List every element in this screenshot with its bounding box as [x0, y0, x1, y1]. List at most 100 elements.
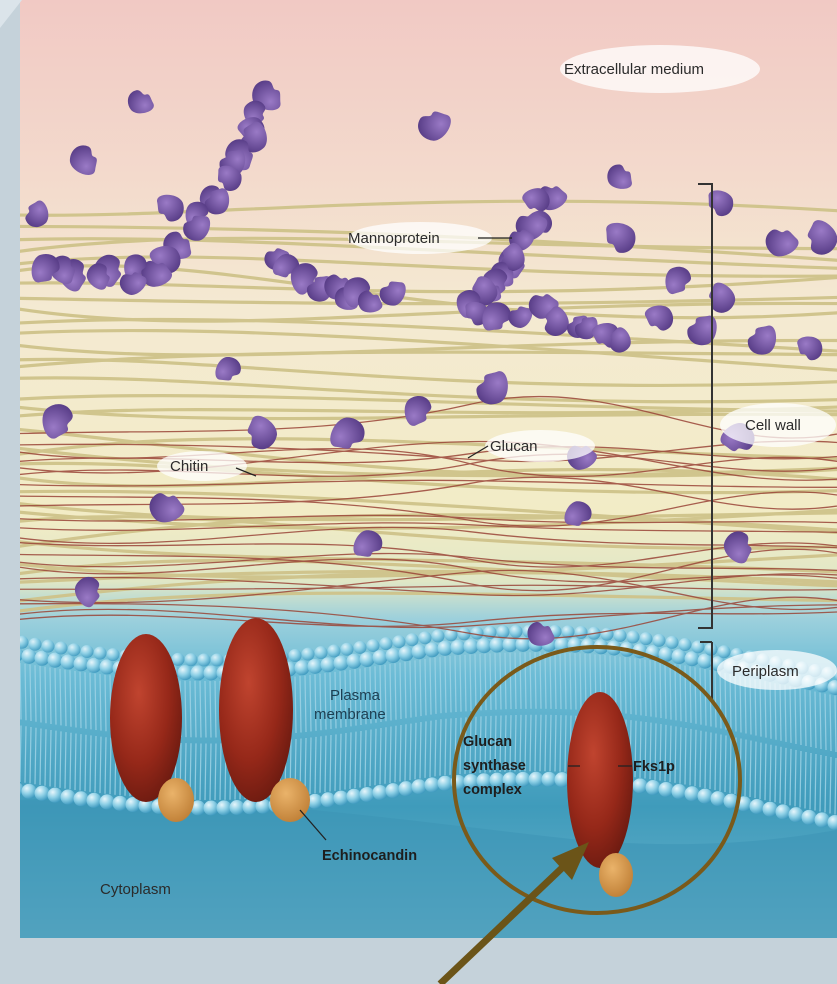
lipid-head [380, 637, 393, 650]
lipid-head [217, 800, 232, 815]
lipid-head [94, 647, 107, 660]
lipid-head [61, 655, 76, 670]
lipid-head [471, 627, 484, 640]
lipid-head [510, 625, 523, 638]
lipid-head [425, 777, 440, 792]
lipid-head [412, 779, 427, 794]
lipid-head [107, 648, 120, 661]
lipid-head [419, 631, 432, 644]
lipid-head [386, 783, 401, 798]
lipid-head [451, 640, 466, 655]
lipid-head [399, 646, 414, 661]
lipid-head [334, 656, 349, 671]
lipid-head [607, 640, 622, 655]
lipid-head [672, 649, 687, 664]
lipid-head [386, 648, 401, 663]
lipid-head [354, 641, 367, 654]
lipid-head [289, 649, 302, 662]
lipid-head [438, 776, 453, 791]
lipid-head [100, 659, 115, 674]
lipid-head [802, 810, 817, 825]
lipid-head [412, 644, 427, 659]
lipid-head [113, 796, 128, 811]
lipid-head [464, 774, 479, 789]
lipid-head [35, 786, 50, 801]
lipid-head [185, 653, 198, 666]
lipid-head [451, 775, 466, 790]
lipid-head [685, 651, 700, 666]
lipid-head [711, 791, 726, 806]
corner-fold [0, 0, 22, 28]
lipid-head [42, 640, 55, 653]
lipid-head [204, 665, 219, 680]
lipid-head [22, 784, 37, 799]
lipid-head [360, 652, 375, 667]
lipid-head [347, 789, 362, 804]
lipid-head [490, 773, 505, 788]
lipid-head [74, 656, 89, 671]
lipid-head [679, 638, 692, 651]
lipid-head [529, 772, 544, 787]
cell-wall-illustration [20, 0, 837, 938]
lipid-head [178, 665, 193, 680]
lipid-head [191, 665, 206, 680]
lipid-head [698, 789, 713, 804]
lipid-head [373, 650, 388, 665]
lipid-head [503, 637, 518, 652]
lipid-head [620, 642, 635, 657]
lipid-head [321, 657, 336, 672]
lipid-head [29, 638, 42, 651]
lipid-head [594, 639, 609, 654]
lipid-head [334, 791, 349, 806]
lipid-head [87, 658, 102, 673]
lipid-head [81, 645, 94, 658]
lipid-head [211, 653, 224, 666]
lipid-head [490, 638, 505, 653]
lipid-head [666, 636, 679, 649]
lipid-head [48, 653, 63, 668]
lipid-head [55, 642, 68, 655]
lipid-head [698, 654, 713, 669]
lipid-head [815, 812, 830, 827]
lipid-head [776, 804, 791, 819]
lipid-head [789, 807, 804, 822]
lipid-head [672, 784, 687, 799]
lipid-head [718, 645, 731, 658]
lipid-head [659, 647, 674, 662]
lipid-head [464, 639, 479, 654]
lipid-head [68, 643, 81, 656]
lipid-head [406, 633, 419, 646]
lipid-head [640, 632, 653, 645]
lipid-head [100, 794, 115, 809]
lipid-head [516, 772, 531, 787]
lipid-head [555, 637, 570, 652]
lipid-head [230, 800, 245, 815]
lipid-head [497, 625, 510, 638]
lipid-head [87, 793, 102, 808]
lipid-head [61, 790, 76, 805]
lipid-head [393, 635, 406, 648]
lipid-head [646, 780, 661, 795]
lipid-head [627, 630, 640, 643]
lipid-head [724, 794, 739, 809]
lipid-head [48, 788, 63, 803]
lipid-head [542, 772, 557, 787]
lipid-head [341, 643, 354, 656]
lipid-head [204, 800, 219, 815]
lipid-head [477, 773, 492, 788]
lipid-head [653, 634, 666, 647]
lipid-head [477, 638, 492, 653]
lipid-head [581, 638, 596, 653]
lipid-head [763, 802, 778, 817]
lipid-head [575, 626, 588, 639]
lipid-head [750, 799, 765, 814]
lipid-head [360, 787, 375, 802]
lipid-head [432, 629, 445, 642]
lipid-head [74, 791, 89, 806]
lipid-head [295, 660, 310, 675]
lipid-head [659, 782, 674, 797]
lipid-head [198, 653, 211, 666]
lipid-head [315, 646, 328, 659]
lipid-head [302, 648, 315, 661]
